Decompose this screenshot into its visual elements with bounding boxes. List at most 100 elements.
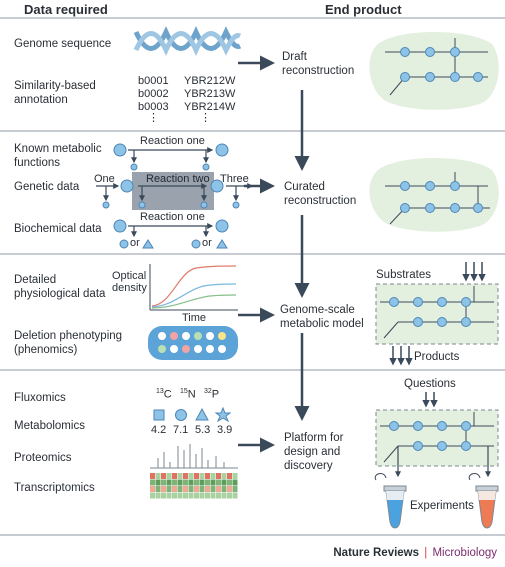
heatmap-cell	[150, 492, 155, 499]
heatmap-cell	[210, 492, 216, 499]
heatmap-cell	[232, 486, 238, 492]
heatmap-cell	[188, 479, 194, 486]
label-substrates: Substrates	[376, 269, 431, 281]
tube-orange-icon	[468, 473, 499, 529]
label-experiments: Experiments	[410, 500, 474, 512]
journal-name: Nature Reviews	[333, 547, 420, 559]
heatmap-cell	[232, 492, 238, 499]
heatmap-cell	[150, 479, 155, 486]
label-fluxomics: Fluxomics	[14, 392, 66, 404]
growth-y-axis-label: Optical density	[112, 270, 147, 294]
label-products: Products	[414, 351, 460, 363]
label-deletion-phenotyping: Deletion phenotyping (phenomics)	[14, 330, 123, 356]
heatmap-cell	[166, 479, 172, 486]
heatmap-cell	[194, 473, 199, 479]
heatmap-cell	[188, 492, 194, 499]
heatmap-cell	[183, 473, 188, 479]
heatmap-cell	[161, 473, 166, 479]
heatmap-cell	[205, 486, 210, 492]
heatmap-cell	[155, 479, 161, 486]
metabolite-shapes-icon	[153, 406, 232, 423]
label-or-1: or	[130, 237, 140, 249]
heatmap-cell	[150, 473, 155, 479]
label-proteomics: Proteomics	[14, 452, 72, 464]
heatmap-cell	[216, 492, 221, 499]
heatmap-cell	[221, 473, 227, 479]
heatmap-cell	[183, 492, 188, 499]
model-network	[375, 262, 499, 366]
heatmap-cell	[227, 479, 232, 486]
heatmap-cell	[166, 473, 172, 479]
label-known-metabolic-functions: Known metabolic functions	[14, 143, 102, 169]
heatmap-cell	[161, 492, 166, 499]
heatmap-cell	[150, 486, 155, 492]
ellipsis-right: ⋮	[200, 112, 211, 124]
product-draft-reconstruction: Draft reconstruction	[282, 51, 355, 77]
label-one: One	[94, 173, 115, 185]
heatmap-cell	[216, 479, 221, 486]
label-transcriptomics: Transcriptomics	[14, 482, 95, 494]
isotope-phosphorus: 32P	[204, 388, 220, 401]
heatmap-cell	[194, 492, 199, 499]
label-similarity-annotation: Similarity-based annotation	[14, 80, 96, 106]
credit-separator: |	[424, 547, 428, 559]
heatmap-cell	[177, 492, 183, 499]
heatmap-cell	[172, 492, 177, 499]
isotope-carbon: 13C	[156, 388, 172, 401]
reaction-one-top-label: Reaction one	[140, 135, 205, 147]
growth-x-axis-label: Time	[182, 312, 207, 324]
label-genetic-data: Genetic data	[14, 181, 80, 193]
tube-blue-icon	[374, 473, 407, 529]
growth-curve-icon	[149, 264, 238, 311]
proteomics-spectrum-icon	[150, 444, 238, 469]
heatmap-cell	[199, 479, 205, 486]
label-detailed-physiological-data: Detailed physiological data	[14, 274, 106, 300]
heatmap-cell	[177, 479, 183, 486]
heatmap-cell	[155, 486, 161, 492]
heatmap-cell	[216, 486, 221, 492]
platform-network	[375, 392, 499, 478]
ellipsis-left: ⋮	[148, 112, 159, 124]
heatmap-cell	[194, 479, 199, 486]
heatmap-cell	[183, 486, 188, 492]
reaction-diagram	[96, 143, 254, 249]
gene-id-left-2: b0002	[138, 88, 169, 100]
heatmap-cell	[161, 486, 166, 492]
heatmap-cell	[172, 486, 177, 492]
heatmap-cell	[188, 486, 194, 492]
heatmap-cell	[177, 473, 183, 479]
heatmap-cell	[177, 486, 183, 492]
heatmap-cell	[161, 479, 166, 486]
heatmap-cell	[199, 492, 205, 499]
dna-helix-icon	[133, 25, 242, 57]
product-platform-design-discovery: Platform for design and discovery	[284, 432, 344, 472]
metabolite-value-3: 5.3	[195, 424, 211, 436]
label-biochemical-data: Biochemical data	[14, 223, 102, 235]
heatmap-cell	[166, 486, 172, 492]
gene-id-right-1: YBR212W	[184, 75, 236, 87]
product-genome-scale-model: Genome-scale metabolic model	[280, 304, 364, 330]
label-genome-sequence: Genome sequence	[14, 38, 112, 50]
heatmap-cell	[210, 479, 216, 486]
isotope-nitrogen: 15N	[180, 388, 196, 401]
heatmap-cell	[227, 473, 232, 479]
heatmap-cell	[221, 486, 227, 492]
heatmap-cell	[194, 486, 199, 492]
header-data-required: Data required	[24, 2, 108, 17]
heatmap-cell	[199, 486, 205, 492]
label-questions: Questions	[404, 378, 456, 390]
draft-network	[369, 32, 499, 110]
heatmap-cell	[232, 473, 238, 479]
gene-id-right-3: YBR214W	[184, 101, 236, 113]
transcriptomics-heatmap-icon	[150, 473, 238, 499]
journal-section: Microbiology	[432, 547, 497, 559]
metabolite-value-4: 3.9	[217, 424, 233, 436]
journal-credit: Nature Reviews | Microbiology	[333, 547, 497, 559]
header-end-product: End product	[325, 2, 402, 17]
heatmap-cell	[227, 492, 232, 499]
curated-network	[369, 158, 499, 232]
heatmap-cell	[205, 492, 210, 499]
heatmap-cell	[232, 479, 238, 486]
heatmap-cell	[166, 492, 172, 499]
